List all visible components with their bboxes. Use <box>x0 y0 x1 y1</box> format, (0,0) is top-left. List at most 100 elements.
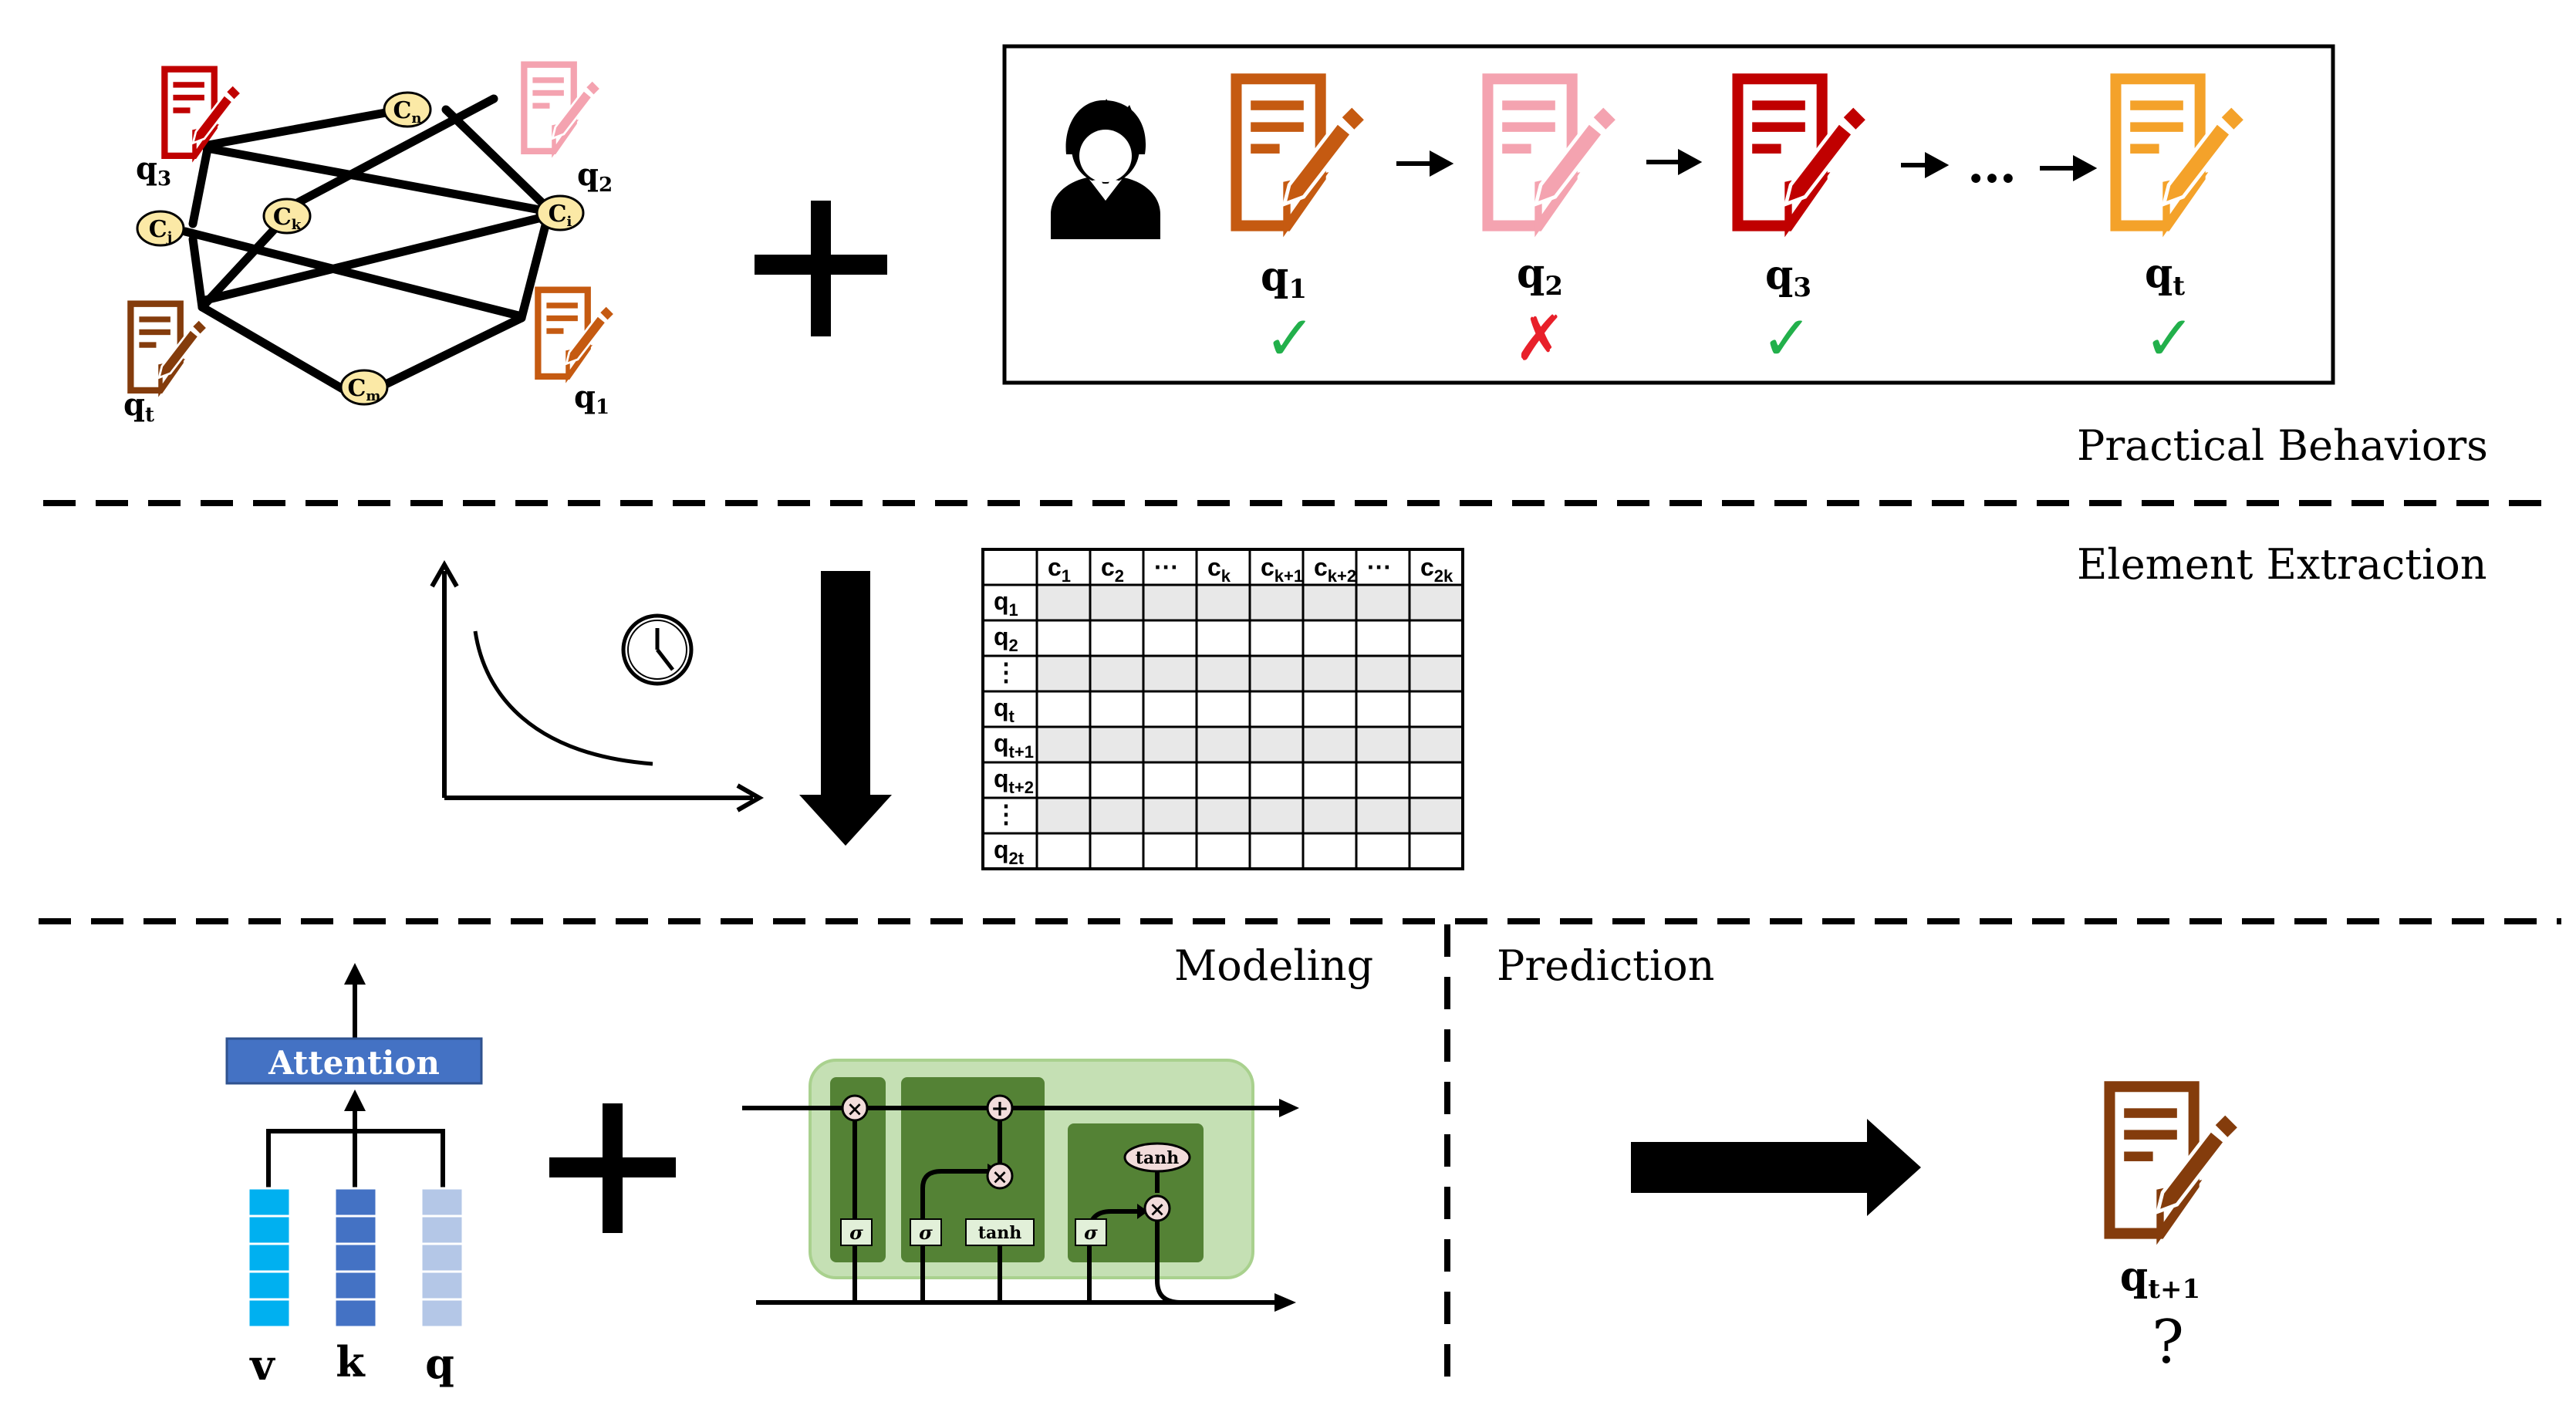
question-label-q3: q3 <box>136 150 171 191</box>
lstm-cell-add: + <box>991 1096 1008 1121</box>
query-vector <box>420 1187 464 1329</box>
lstm-output-sigma: σ <box>1084 1221 1098 1244</box>
answer-sequence-box: … q1 q2 q3 qt ✓ ✗ ✓ ✓ <box>1002 44 2335 385</box>
table-cell <box>1195 619 1251 657</box>
table-cell <box>1089 725 1145 764</box>
table-cell <box>1408 761 1464 799</box>
table-column-label: ck <box>1207 553 1231 586</box>
table-cell <box>1142 796 1198 835</box>
table-cell <box>1355 725 1411 764</box>
table-column-label: ··· <box>1154 553 1179 581</box>
table-cell <box>1089 619 1145 657</box>
table-cell <box>1302 654 1358 693</box>
table-row-label: q2 <box>994 623 1018 655</box>
table-cell <box>1355 619 1411 657</box>
table-row-label: ⋮ <box>994 658 1018 686</box>
document-pen-icon <box>130 304 206 390</box>
table-row-label: q1 <box>994 587 1018 620</box>
predicted-question-mark: ? <box>2152 1308 2184 1377</box>
table-cell <box>1195 690 1251 728</box>
table-cell <box>1142 583 1198 622</box>
key-vector <box>333 1187 378 1329</box>
table-row-header-cell <box>981 832 1038 870</box>
attention-module: Attention v k <box>225 963 483 1390</box>
table-column-label: ··· <box>1367 553 1392 581</box>
table-cell <box>1408 832 1464 870</box>
table-cell <box>1355 654 1411 693</box>
table-cell <box>1302 796 1358 835</box>
section-label-prediction: Prediction <box>1497 941 1714 990</box>
table-cell <box>1195 583 1251 622</box>
table-cell <box>1248 725 1305 764</box>
table-corner-cell <box>981 548 1038 586</box>
table-outline <box>981 548 1464 870</box>
table-column-label: c2 <box>1101 553 1124 586</box>
table-row-label: ⋮ <box>994 800 1018 828</box>
table-column-label: c2k <box>1420 553 1453 586</box>
table-cell <box>1195 832 1251 870</box>
table-cell <box>1035 761 1092 799</box>
attention-label: Attention <box>268 1044 440 1082</box>
question-label-q1: q1 <box>574 379 609 419</box>
svg-text:Cn: Cn <box>393 97 422 127</box>
table-cell <box>1089 796 1145 835</box>
document-pen-icon <box>538 290 613 377</box>
table-row-label: qt+2 <box>994 765 1034 797</box>
sequence-step-1-label: q1 <box>1261 253 1307 305</box>
table-cell <box>1142 761 1198 799</box>
lstm-input-sigma: σ <box>919 1221 933 1244</box>
table-cell <box>1195 654 1251 693</box>
table-cell <box>1302 690 1358 728</box>
table-cell <box>1302 725 1358 764</box>
document-pen-icon <box>2109 1086 2237 1233</box>
table-row-label: qt+1 <box>994 729 1034 762</box>
table-cell <box>1142 725 1198 764</box>
table-cell <box>1302 583 1358 622</box>
table-row-label: q2t <box>994 836 1025 868</box>
table-cell <box>1248 619 1305 657</box>
attention-input-v: v <box>249 1340 275 1390</box>
svg-text:Cj: Cj <box>149 216 172 245</box>
table-cell <box>1408 583 1464 622</box>
table-cell <box>1408 654 1464 693</box>
table-cell <box>1142 619 1198 657</box>
document-pen-icon <box>524 65 599 151</box>
sequence-step-2-label: q2 <box>1517 250 1563 302</box>
lstm-cell: × + × × tanh σ σ tanh σ <box>742 1059 1299 1312</box>
table-cell <box>1248 832 1305 870</box>
forgetting-curve <box>430 559 765 812</box>
table-cell <box>1302 832 1358 870</box>
table-cell <box>1089 832 1145 870</box>
table-column-label: ck+2 <box>1314 553 1356 586</box>
table-header-cell <box>1408 548 1464 586</box>
table-row-header-cell <box>981 619 1038 657</box>
table-header-cell <box>1195 548 1251 586</box>
plus-icon <box>549 1103 676 1233</box>
table-cell <box>1248 583 1305 622</box>
table-row-header-cell <box>981 796 1038 835</box>
table-cell <box>1035 725 1092 764</box>
table-cell <box>1355 690 1411 728</box>
lstm-cell-tanh: tanh <box>1136 1148 1179 1168</box>
table-column-label: ck+1 <box>1261 553 1303 586</box>
table-cell <box>1248 690 1305 728</box>
table-cell <box>1408 796 1464 835</box>
section-label-extraction: Element Extraction <box>2077 540 2487 589</box>
table-cell <box>1035 832 1092 870</box>
table-cell <box>1355 796 1411 835</box>
table-cell <box>1408 725 1464 764</box>
table-cell <box>1035 690 1092 728</box>
table-cell <box>1089 583 1145 622</box>
table-cell <box>1408 619 1464 657</box>
table-cell <box>1142 654 1198 693</box>
table-cell <box>1035 619 1092 657</box>
section-label-modeling: Modeling <box>1174 941 1373 990</box>
right-arrow-icon <box>1631 1119 1921 1216</box>
section-label-practical: Practical Behaviors <box>2077 421 2488 470</box>
check-icon: ✓ <box>2143 304 2195 373</box>
table-cell <box>1355 583 1411 622</box>
attention-input-k: k <box>336 1337 366 1387</box>
table-cell <box>1142 690 1198 728</box>
sequence-step-3-label: q3 <box>1765 252 1811 303</box>
